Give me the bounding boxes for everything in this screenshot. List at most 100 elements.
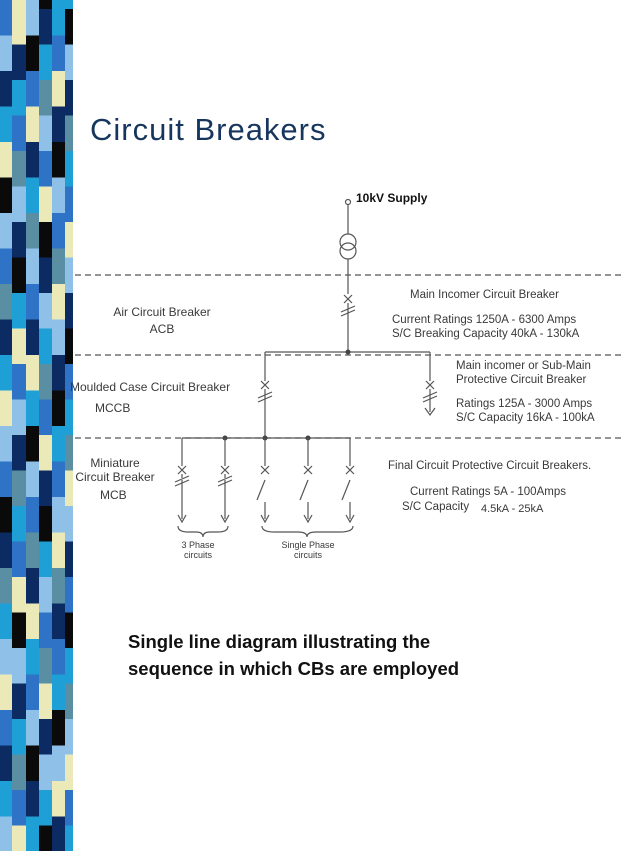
strip-tile	[39, 719, 52, 755]
strip-tile	[39, 754, 52, 790]
mcb-name-line1: Miniature	[90, 456, 140, 470]
strip-tile	[39, 186, 52, 222]
strip-tile	[12, 328, 26, 364]
strip-tile	[65, 506, 75, 542]
strip-tile	[52, 177, 65, 213]
mccb-name: Moulded Case Circuit Breaker	[70, 380, 230, 394]
strip-tile	[26, 71, 39, 107]
strip-tile	[0, 603, 12, 639]
strip-tile	[0, 710, 12, 746]
strip-tile	[0, 355, 12, 391]
strip-tile	[65, 790, 75, 826]
strip-tile	[65, 9, 75, 45]
strip-tile	[52, 248, 65, 284]
strip-tile	[52, 355, 65, 391]
strip-tile	[65, 80, 75, 116]
strip-tile	[52, 213, 65, 249]
single-phase-brace	[261, 525, 354, 538]
strip-tile	[65, 328, 75, 364]
final-sc-value: 4.5kA - 25kA	[481, 503, 544, 515]
strip-tile	[26, 0, 39, 36]
strip-tile	[0, 106, 12, 142]
strip-tile	[52, 390, 65, 426]
strip-tile	[65, 754, 75, 790]
strip-tile	[52, 745, 65, 781]
strip-tile	[0, 674, 12, 710]
strip-tile	[65, 825, 75, 851]
strip-tile	[12, 577, 26, 613]
strip-tile	[12, 719, 26, 755]
strip-tile	[39, 790, 52, 826]
strip-tile	[0, 248, 12, 284]
strip-tile	[26, 390, 39, 426]
strip-tile	[12, 293, 26, 329]
strip-tile	[52, 710, 65, 746]
strip-tile	[12, 115, 26, 151]
diagram-caption: Single line diagram illustrating the seq…	[128, 628, 459, 682]
decorative-side-strip	[0, 0, 75, 851]
strip-tile	[52, 639, 65, 675]
caption-line-2: sequence in which CBs are employed	[128, 658, 460, 679]
single-phase-label-line2: circuits	[294, 550, 323, 560]
strip-tile	[39, 470, 52, 506]
strip-tile	[12, 222, 26, 258]
single-phase-label-line1: Single Phase	[281, 540, 334, 550]
strip-tile	[12, 683, 26, 719]
strip-tile	[0, 142, 12, 178]
strip-tile	[0, 816, 12, 851]
strip-tile	[65, 577, 75, 613]
strip-tile	[26, 603, 39, 639]
strip-tile	[26, 177, 39, 213]
strip-tile	[39, 577, 52, 613]
strip-tile	[52, 284, 65, 320]
mcb-circuit-3phase-1	[174, 438, 190, 524]
strip-tile	[65, 612, 75, 648]
strip-tile	[12, 541, 26, 577]
strip-tile	[65, 115, 75, 151]
submain-ratings: Ratings 125A - 3000 Amps	[456, 398, 592, 410]
strip-tile	[26, 213, 39, 249]
strip-tile	[12, 648, 26, 684]
strip-tile	[26, 142, 39, 178]
strip-tile	[12, 825, 26, 851]
strip-tile	[0, 461, 12, 497]
strip-tile	[39, 435, 52, 471]
strip-tile	[0, 177, 12, 213]
strip-tile	[26, 674, 39, 710]
strip-tile	[0, 71, 12, 107]
strip-tile	[65, 222, 75, 258]
strip-tile	[0, 213, 12, 249]
strip-tile	[52, 319, 65, 355]
strip-tile	[12, 151, 26, 187]
strip-tile	[12, 506, 26, 542]
strip-tile	[52, 816, 65, 851]
mcb-circuit-1phase-1	[256, 438, 270, 524]
strip-tile	[52, 426, 65, 462]
strip-tile	[39, 612, 52, 648]
strip-tile	[26, 745, 39, 781]
strip-tile	[65, 186, 75, 222]
strip-tile	[12, 754, 26, 790]
three-phase-label-line1: 3 Phase	[181, 540, 214, 550]
strip-tile	[0, 426, 12, 462]
strip-tile	[52, 106, 65, 142]
strip-tile	[26, 497, 39, 533]
strip-tile	[26, 35, 39, 71]
strip-tile	[52, 568, 65, 604]
strip-tile	[52, 497, 65, 533]
mcb-name-line2: Circuit Breaker	[75, 470, 154, 484]
strip-tile	[26, 461, 39, 497]
strip-tile	[39, 648, 52, 684]
strip-tile	[26, 781, 39, 817]
strip-tile	[65, 399, 75, 435]
transformer-symbol	[339, 233, 357, 260]
strip-tile	[39, 80, 52, 116]
strip-tile	[0, 390, 12, 426]
strip-tile	[26, 639, 39, 675]
strip-tile	[39, 364, 52, 400]
incomer-ratings: Current Ratings 1250A - 6300 Amps	[392, 314, 576, 326]
three-phase-label-line2: circuits	[184, 550, 213, 560]
strip-tile	[12, 364, 26, 400]
caption-line-1: Single line diagram illustrating the	[128, 631, 431, 652]
strip-tile	[65, 257, 75, 293]
